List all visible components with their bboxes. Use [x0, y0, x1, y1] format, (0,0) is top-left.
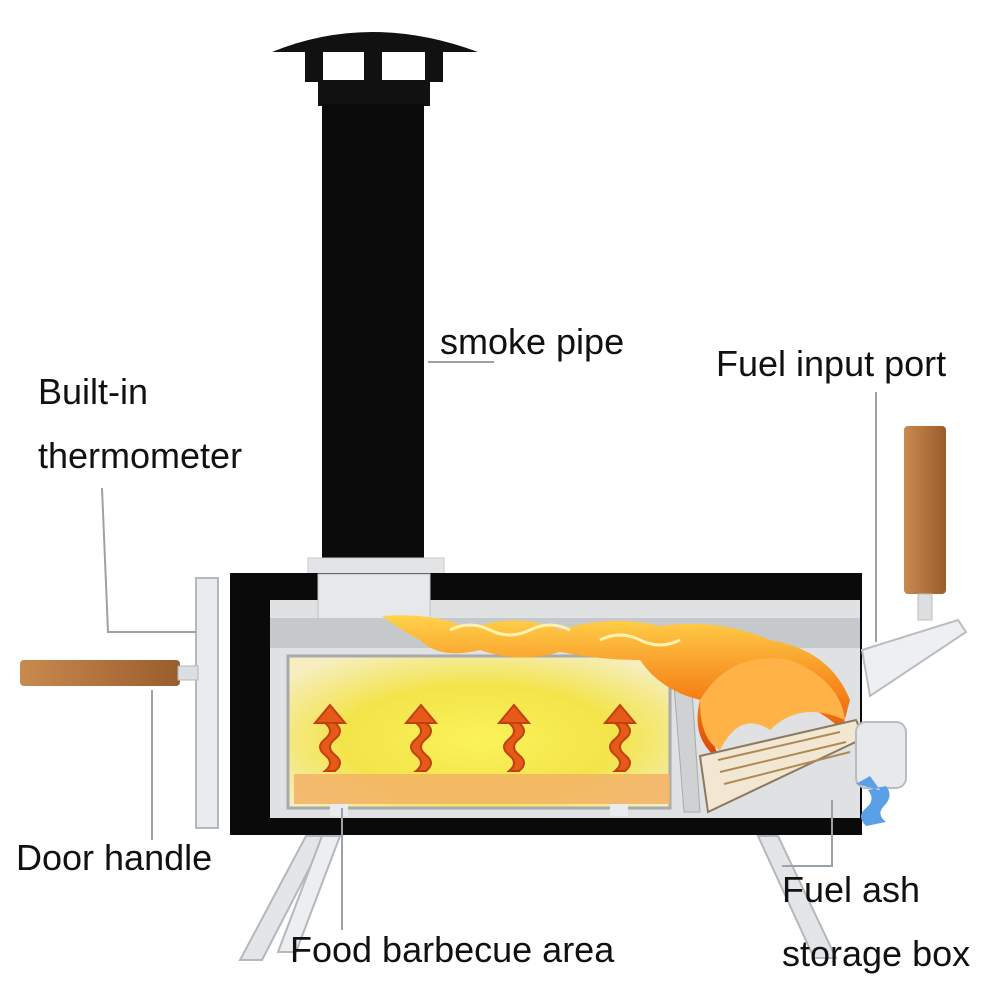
- door-panel: [195, 577, 219, 829]
- label-ash-box-line2: storage box: [782, 933, 971, 974]
- label-thermometer-line2: thermometer: [38, 435, 243, 476]
- label-ash-box-line1: Fuel ash: [782, 869, 921, 910]
- front-right-leg: [756, 835, 838, 959]
- grill-rack: [294, 774, 670, 804]
- flames: [382, 615, 850, 760]
- wood-log: [904, 426, 946, 594]
- label-thermometer-line1: Built-in: [38, 371, 149, 412]
- smoke-pipe: [322, 104, 424, 564]
- leader-lines: [101, 361, 877, 930]
- ash-storage-box: [855, 721, 907, 789]
- heat-arrows-icon: [312, 703, 638, 772]
- label-fuel-input-port: Fuel input port: [716, 343, 947, 384]
- airflow-arrow-icon: [856, 776, 890, 826]
- rear-left-leg: [276, 835, 342, 953]
- front-left-leg: [238, 835, 328, 961]
- label-door-handle: Door handle: [16, 837, 213, 878]
- chimney-cap: [272, 32, 478, 106]
- fuel-input-hopper: [860, 618, 968, 698]
- door-handle-grip: [20, 660, 180, 686]
- label-smoke-pipe: smoke pipe: [440, 321, 625, 362]
- label-food-barbecue-area: Food barbecue area: [290, 929, 615, 970]
